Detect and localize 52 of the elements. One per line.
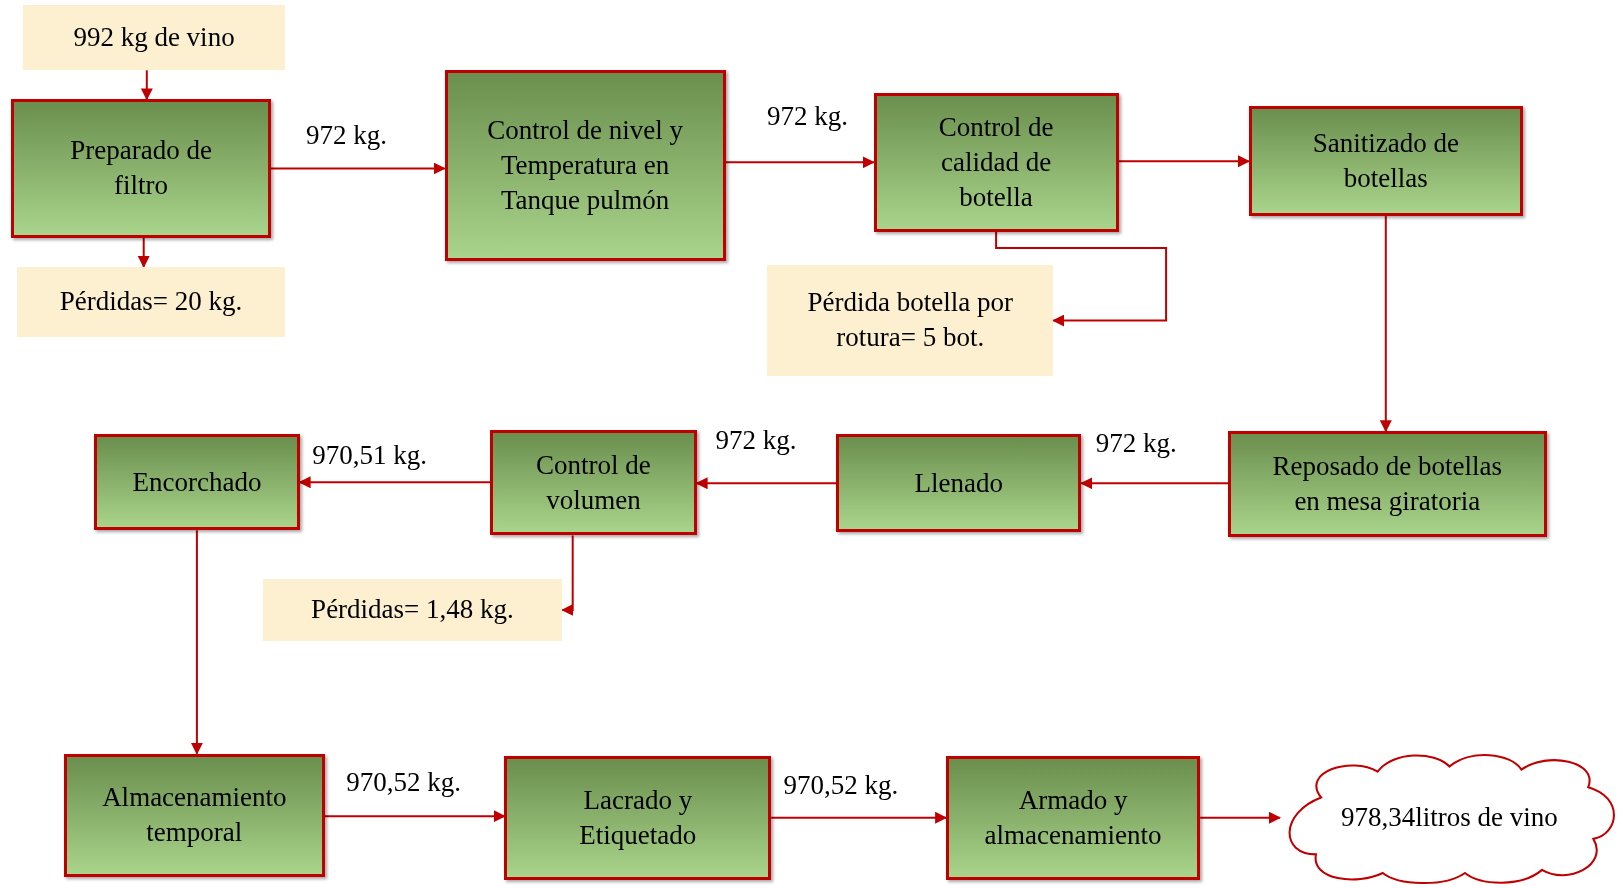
note-box — [22, 5, 286, 71]
node-label: Lacrado y Etiquetado — [578, 783, 698, 852]
arrow — [137, 236, 150, 268]
arrow — [1199, 811, 1281, 824]
process-box — [873, 93, 1119, 232]
process-box — [1248, 106, 1523, 217]
arrow — [323, 810, 506, 823]
arrow — [561, 534, 574, 616]
arrow — [695, 477, 838, 490]
edge-label: 970,52 kg. — [783, 772, 899, 800]
arrow — [770, 811, 948, 824]
arrow — [1117, 155, 1250, 168]
process-box — [490, 430, 697, 536]
edge-label: 972 kg. — [767, 103, 849, 131]
edge-label: 970,51 kg. — [312, 442, 427, 470]
node-label: 978,34litros de vino — [1341, 801, 1558, 835]
arrow — [190, 529, 203, 755]
note-box — [16, 266, 286, 337]
node-label: Armado y almacenamiento — [983, 783, 1163, 852]
arrow — [1080, 477, 1230, 490]
node-label: Pérdidas= 1,48 kg. — [311, 593, 514, 627]
arrow — [140, 69, 153, 101]
process-box — [836, 434, 1082, 533]
process-box — [94, 434, 300, 531]
arrow — [724, 156, 875, 169]
node-label: 992 kg de vino — [73, 21, 235, 55]
note-box — [262, 578, 563, 641]
edge-label: 972 kg. — [306, 122, 387, 149]
arrow — [995, 230, 1168, 327]
node-label: Almacenamiento temporal — [101, 781, 288, 850]
process-box — [504, 755, 772, 880]
node-label: Encorchado — [132, 465, 262, 499]
edge-label: 972 kg. — [1095, 430, 1177, 458]
arrow — [269, 162, 446, 175]
node-label: Preparado de filtro — [69, 134, 213, 203]
arrow — [1379, 215, 1392, 433]
edge-label: 970,52 kg. — [346, 769, 462, 797]
process-box — [444, 70, 726, 261]
process-box — [64, 753, 325, 877]
node-label: Pérdidas= 20 kg. — [59, 285, 243, 319]
arrow — [298, 476, 491, 489]
node-label: Llenado — [914, 466, 1004, 500]
node-label: Control de nivel y Temperatura en Tanque pulmón — [486, 113, 684, 217]
process-box — [945, 755, 1201, 880]
node-label: Pérdida botella por rotura= 5 bot. — [806, 286, 1014, 355]
note-box — [767, 264, 1054, 377]
node-label: Reposado de botellas en mesa giratoria — [1271, 449, 1504, 518]
node-label: Control de calidad de botella — [937, 110, 1055, 214]
process-box — [1228, 431, 1547, 537]
node-label: Sanitizado de botellas — [1311, 127, 1460, 196]
node-label: Control de volumen — [535, 448, 652, 517]
process-box — [11, 99, 271, 238]
